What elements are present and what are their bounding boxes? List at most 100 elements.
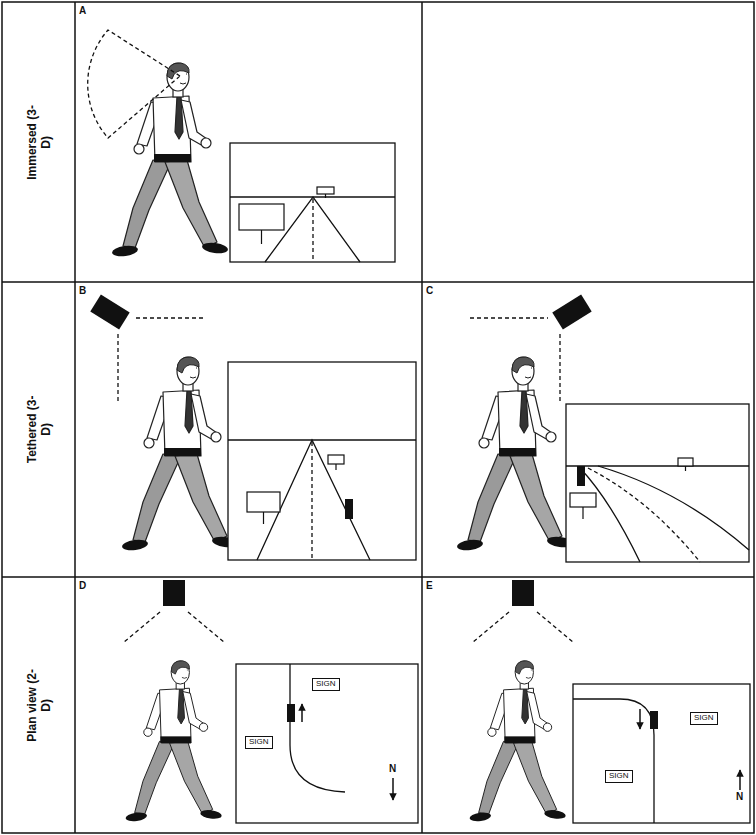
camera-view (118, 318, 205, 402)
road-sign (239, 204, 284, 230)
pants-leg (165, 160, 217, 248)
walking-man (469, 661, 566, 823)
hair (171, 661, 189, 674)
row-label-band: Tethered (3-D) (2, 282, 75, 577)
shoe (456, 538, 483, 552)
sign-text: SIGN (694, 714, 714, 723)
hair (167, 63, 189, 79)
heading-arrow (639, 709, 641, 729)
row-label-band: Plan view (2-D) (2, 577, 75, 833)
fist (546, 432, 556, 442)
panel-letter: D (79, 580, 86, 591)
walker-marker (287, 704, 295, 722)
row-label: Tethered (3-D) (24, 390, 53, 470)
sign-box: SIGN (245, 736, 273, 749)
shoe (469, 811, 492, 822)
hand (479, 438, 489, 448)
face (182, 670, 188, 678)
row-label: Plan view (2-D) (24, 665, 53, 745)
walker-marker (650, 711, 658, 729)
map-inset (236, 664, 418, 823)
map-road (290, 664, 345, 792)
pants-leg (133, 454, 181, 542)
panel-cell: A (75, 2, 422, 282)
view-cone (88, 30, 180, 138)
panel-cell: D SIGN SIGN (75, 577, 422, 833)
walker-marker (345, 499, 353, 519)
belt (499, 448, 536, 456)
camera-view (473, 612, 573, 642)
hair (515, 661, 533, 674)
sign-text: SIGN (609, 772, 629, 781)
view-inset (566, 404, 749, 562)
road-sign (317, 187, 334, 194)
pants-leg (170, 741, 213, 814)
face (190, 368, 197, 378)
sign-box: SIGN (690, 712, 718, 725)
panel-letter: A (79, 5, 86, 16)
road-sign (247, 492, 280, 512)
belt (504, 736, 535, 743)
pants-leg (175, 454, 227, 542)
grid-line (74, 2, 76, 833)
belt (154, 154, 191, 162)
pants-leg (468, 454, 516, 542)
walking-man (125, 661, 222, 823)
compass-letter: N (389, 763, 396, 774)
hand (488, 728, 496, 736)
sign-box: SIGN (312, 678, 340, 691)
map-inset (573, 684, 750, 823)
fist (199, 723, 207, 731)
camera-view (124, 612, 224, 642)
north-arrow (739, 770, 741, 790)
panel-letter: E (426, 580, 433, 591)
pants-leg (123, 160, 171, 248)
hand (134, 144, 144, 154)
walking-man (111, 63, 228, 258)
panel-cell: E SIGN SIGN (422, 577, 754, 833)
row-label: Immersed (3-D) (24, 102, 53, 182)
hair (177, 357, 199, 373)
panel-cell: B (75, 282, 422, 577)
view-inset (230, 143, 395, 262)
grid-line (2, 576, 754, 578)
fist (211, 432, 221, 442)
pants-leg (135, 741, 175, 814)
hair (512, 357, 534, 373)
shoe (111, 244, 138, 258)
road (580, 466, 749, 562)
horizon (566, 465, 749, 466)
face (180, 74, 187, 84)
road-centerline (311, 442, 312, 560)
shoe (125, 811, 148, 822)
hand (144, 438, 154, 448)
walking-man (456, 357, 573, 552)
camera (163, 580, 185, 606)
map-road (573, 699, 654, 823)
camera-view (470, 318, 560, 402)
head (171, 661, 189, 684)
sign-post (685, 466, 686, 471)
fist (543, 723, 551, 731)
sign-post (263, 512, 264, 524)
walking-man (121, 357, 238, 552)
walker-marker (577, 466, 585, 486)
heading-arrow (301, 704, 303, 722)
camera (512, 580, 534, 606)
horizon (228, 439, 416, 440)
road-centerline (312, 199, 313, 262)
panel-letter: C (426, 285, 433, 296)
shoe (544, 809, 567, 820)
compass-letter: N (736, 791, 743, 802)
grid-line (421, 2, 423, 833)
head (512, 357, 534, 385)
pants-leg (514, 741, 557, 814)
north-arrow (392, 778, 394, 800)
camera (552, 295, 591, 330)
shoe (201, 241, 228, 255)
face (525, 368, 532, 378)
row-label-band: Immersed (3-D) (2, 2, 75, 282)
